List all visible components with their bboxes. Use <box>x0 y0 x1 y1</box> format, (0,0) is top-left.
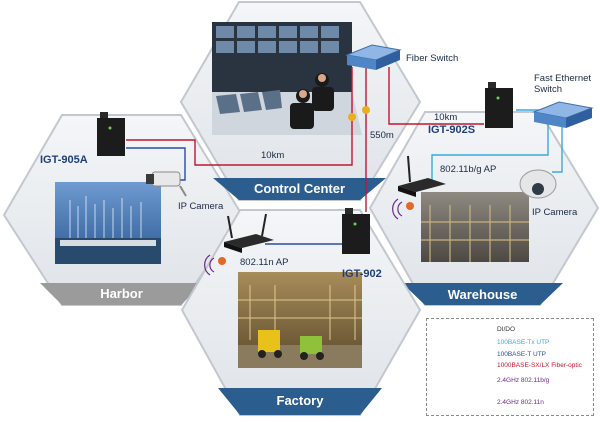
fiber-switch-icon <box>345 44 402 70</box>
harbor-zone <box>2 114 244 306</box>
zone-title-warehouse: Warehouse <box>447 287 518 302</box>
fiber-switch-label: Fiber Switch <box>406 53 459 64</box>
igt-902s-converter-icon <box>485 82 513 128</box>
warehouse-ap-icon <box>398 155 446 197</box>
wifi-bg-signal-icon <box>392 198 414 220</box>
warehouse-ip-camera-label: IP Camera <box>532 207 578 218</box>
factory-link-distance: 550m <box>370 130 394 141</box>
control-center-zone <box>179 0 422 201</box>
fiber-link-harbor <box>126 67 353 166</box>
harbor-ip-camera-icon <box>146 171 187 197</box>
legend <box>426 318 594 416</box>
harbor-link-distance: 10km <box>261 150 285 161</box>
legend-wifi-bg: 2.4GHz 802.11b/g <box>497 377 550 384</box>
dido-markers <box>348 106 370 121</box>
factory-zone <box>180 209 422 416</box>
legend-wifi-n: 2.4GHz 802.11n <box>497 399 544 406</box>
igt-902-label: IGT-902 <box>342 268 382 280</box>
fast-ethernet-switch-label: Fast Ethernet Switch <box>534 73 592 95</box>
zone-title-harbor: Harbor <box>100 286 143 301</box>
legend-fiber: 1000BASE-SX/LX Fiber-optic <box>497 362 582 369</box>
igt-905a-converter-icon <box>97 112 125 156</box>
utp-link-ws-ap <box>431 118 549 180</box>
legend-100base-tx: 100BASE-Tx UTP <box>497 339 550 346</box>
wifi-n-signal-icon <box>204 254 226 276</box>
igt-905a-label: IGT-905A <box>40 154 88 166</box>
warehouse-zone <box>368 111 600 306</box>
warehouse-ip-camera-icon <box>519 169 557 199</box>
zone-title-factory: Factory <box>276 393 324 408</box>
igt-902-converter-icon <box>342 208 370 254</box>
zone-title-control-center: Control Center <box>254 181 345 196</box>
warehouse-ap-label: 802.11b/g AP <box>440 164 497 175</box>
fast-ethernet-switch-icon <box>532 101 594 128</box>
factory-ap-label: 802.11n AP <box>240 257 289 268</box>
legend-100base-t: 100BASE-T UTP <box>497 351 547 358</box>
legend-dido: DI/DO <box>497 326 516 333</box>
harbor-ip-camera-label: IP Camera <box>178 201 224 212</box>
factory-ap-icon <box>224 213 274 253</box>
igt-902s-label: IGT-902S <box>428 124 476 136</box>
warehouse-link-distance: 10km <box>434 112 458 123</box>
control-room-photo <box>212 22 362 135</box>
warehouse-photo <box>421 192 529 262</box>
fiber-link-warehouse <box>388 67 484 125</box>
utp-link-ws-cam <box>552 120 563 173</box>
